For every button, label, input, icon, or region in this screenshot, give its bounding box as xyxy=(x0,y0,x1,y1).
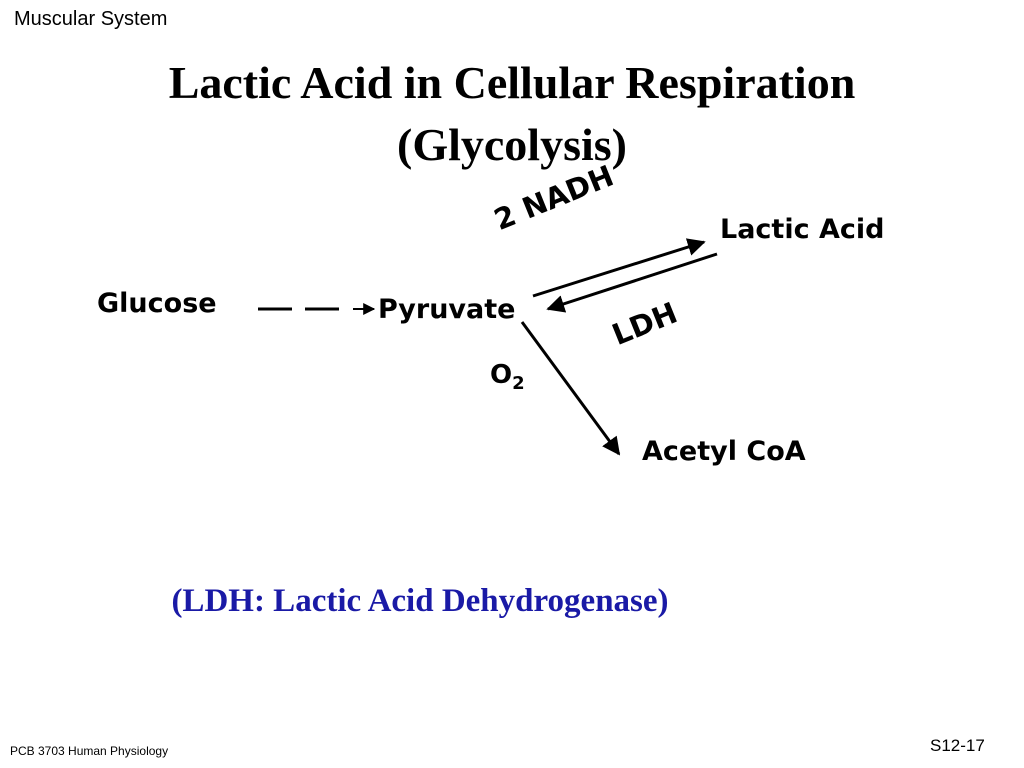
course-footer: PCB 3703 Human Physiology xyxy=(10,744,169,758)
slide-header: Muscular System xyxy=(14,8,168,30)
arrow-pyruvate-to-lactic xyxy=(532,238,706,298)
label-lactic-acid: Lactic Acid xyxy=(720,214,885,245)
arrow-pyruvate-to-acetyl xyxy=(520,321,621,456)
oxygen-subscript: 2 xyxy=(512,373,525,394)
oxygen-symbol: O xyxy=(490,360,513,390)
slide-number: S12-17 xyxy=(930,736,985,755)
label-acetyl-coa: Acetyl CoA xyxy=(642,436,806,467)
label-oxygen: O2 xyxy=(490,360,525,394)
slide-title-line1: Lactic Acid in Cellular Respiration xyxy=(168,57,856,108)
ldh-footnote: (LDH: Lactic Acid Dehydrogenase) xyxy=(171,583,669,619)
label-glucose: Glucose xyxy=(97,288,217,319)
arrow-lactic-to-pyruvate xyxy=(546,252,718,313)
label-pyruvate: Pyruvate xyxy=(378,294,516,325)
slide-title-line2: (Glycolysis) xyxy=(397,119,627,170)
